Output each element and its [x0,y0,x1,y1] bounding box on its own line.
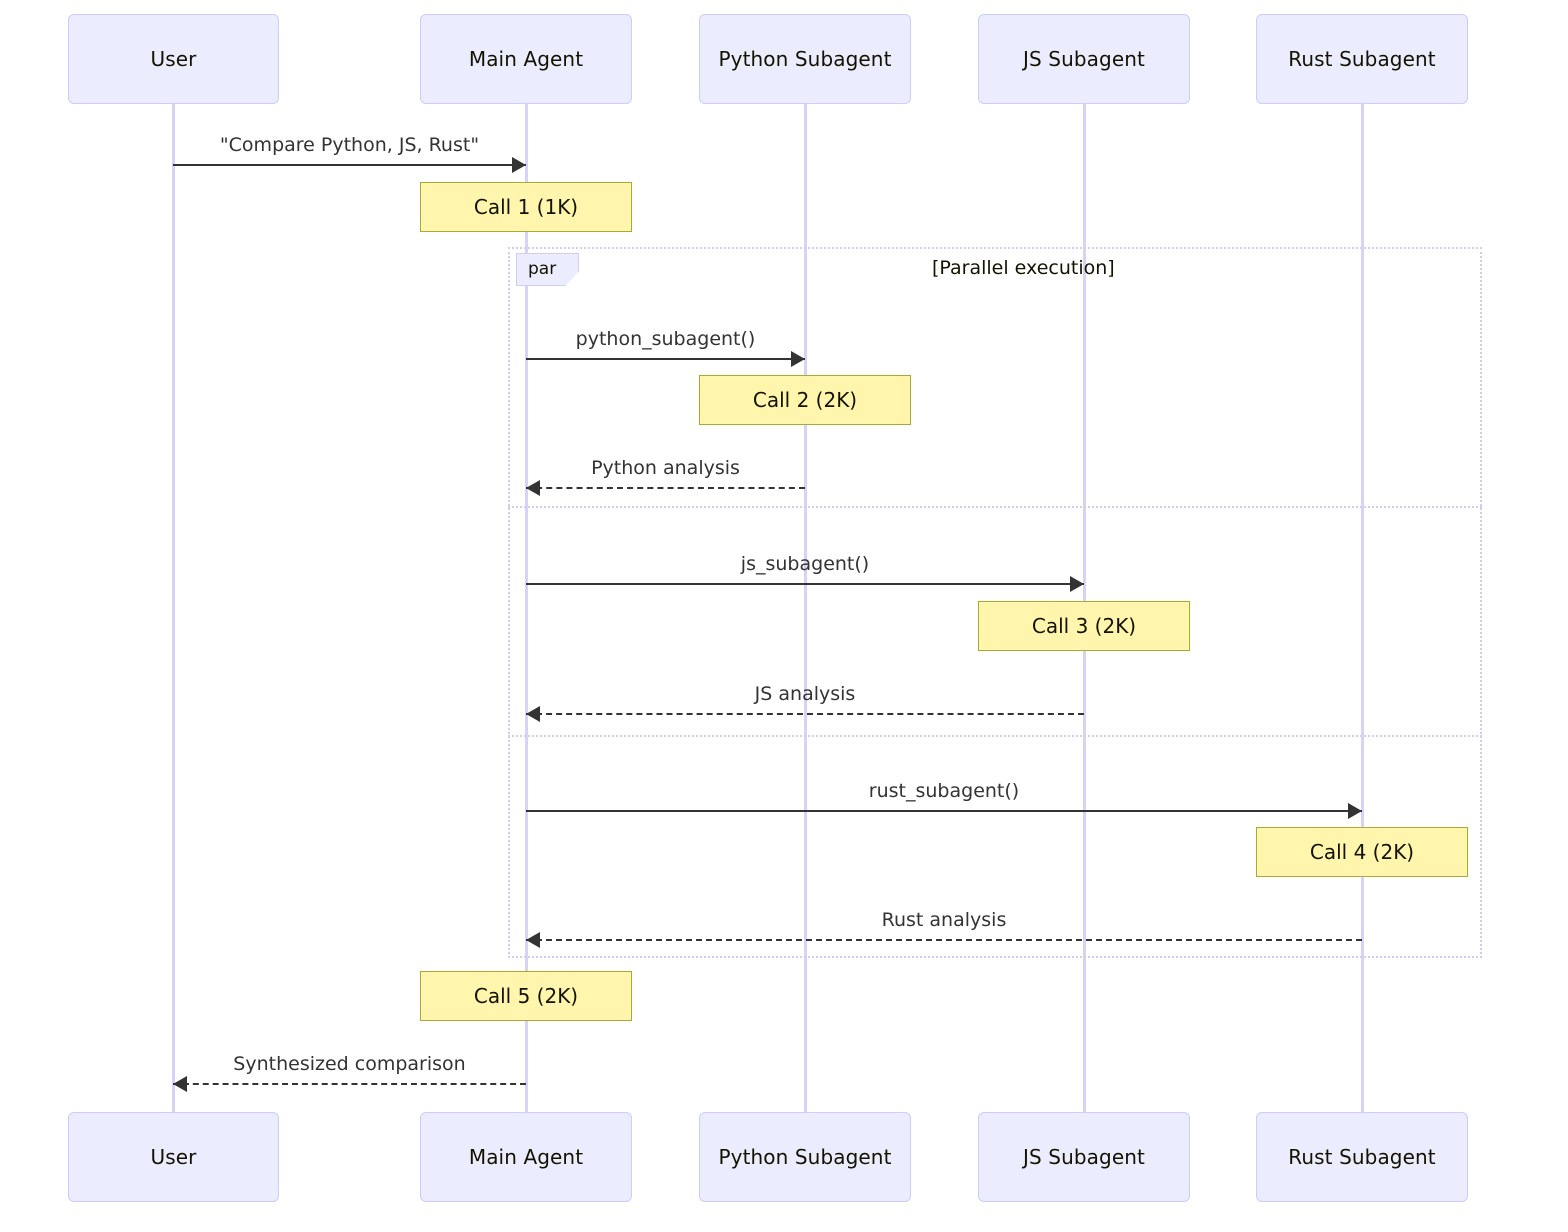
participant-bottom-js[interactable]: JS Subagent [978,1112,1190,1202]
message-arrowhead-m1 [512,157,526,173]
message-label-m2: python_subagent() [575,328,756,350]
participant-top-js[interactable]: JS Subagent [978,14,1190,104]
note-n1: Call 1 (1K) [420,182,632,232]
note-n5: Call 5 (2K) [420,971,632,1021]
note-label: Call 4 (2K) [1309,840,1415,864]
message-line-m4 [526,583,1084,585]
message-line-m6 [526,810,1362,812]
lifeline-rust [1360,104,1364,1112]
note-label: Call 3 (2K) [1031,614,1137,638]
message-label-m6: rust_subagent() [868,780,1020,802]
lifeline-main [524,104,528,1112]
message-arrowhead-m5 [526,706,540,722]
participant-label: Rust Subagent [1288,47,1436,71]
message-arrowhead-m4 [1070,576,1084,592]
participant-label: JS Subagent [1023,1145,1145,1169]
par-fragment-divider-2 [508,735,1482,737]
message-label-m5: JS analysis [754,683,856,705]
message-line-m7 [526,939,1362,941]
participant-label: User [150,1145,197,1169]
par-fragment-tag: par [516,253,580,286]
participant-top-python[interactable]: Python Subagent [699,14,911,104]
message-line-m3 [526,487,805,489]
participant-label: Main Agent [468,47,584,71]
message-arrowhead-m3 [526,480,540,496]
message-line-m1 [173,164,526,166]
participant-label: JS Subagent [1023,47,1145,71]
note-n2: Call 2 (2K) [699,375,911,425]
participant-label: Python Subagent [718,47,892,71]
message-label-m7: Rust analysis [881,909,1007,931]
message-line-m5 [526,713,1084,715]
participant-top-rust[interactable]: Rust Subagent [1256,14,1468,104]
participant-label: User [150,47,197,71]
participant-bottom-rust[interactable]: Rust Subagent [1256,1112,1468,1202]
lifeline-user [171,104,175,1112]
participant-bottom-user[interactable]: User [68,1112,279,1202]
message-label-m1: "Compare Python, JS, Rust" [219,134,480,156]
participant-bottom-python[interactable]: Python Subagent [699,1112,911,1202]
participant-top-main[interactable]: Main Agent [420,14,632,104]
message-arrowhead-m2 [791,351,805,367]
note-label: Call 1 (1K) [473,195,579,219]
message-label-m4: js_subagent() [740,553,870,575]
participant-label: Rust Subagent [1288,1145,1436,1169]
note-label: Call 2 (2K) [752,388,858,412]
message-label-m8: Synthesized comparison [233,1053,466,1075]
note-label: Call 5 (2K) [473,984,579,1008]
note-n4: Call 4 (2K) [1256,827,1468,877]
message-line-m2 [526,358,805,360]
message-label-m3: Python analysis [591,457,740,479]
note-n3: Call 3 (2K) [978,601,1190,651]
par-fragment-condition: [Parallel execution] [932,257,1115,279]
message-arrowhead-m6 [1348,803,1362,819]
participant-top-user[interactable]: User [68,14,279,104]
message-arrowhead-m8 [173,1076,187,1092]
participant-label: Main Agent [468,1145,584,1169]
message-arrowhead-m7 [526,932,540,948]
par-fragment-divider-1 [508,506,1482,508]
lifeline-python [803,104,807,1112]
participant-label: Python Subagent [718,1145,892,1169]
participant-bottom-main[interactable]: Main Agent [420,1112,632,1202]
message-line-m8 [173,1083,526,1085]
